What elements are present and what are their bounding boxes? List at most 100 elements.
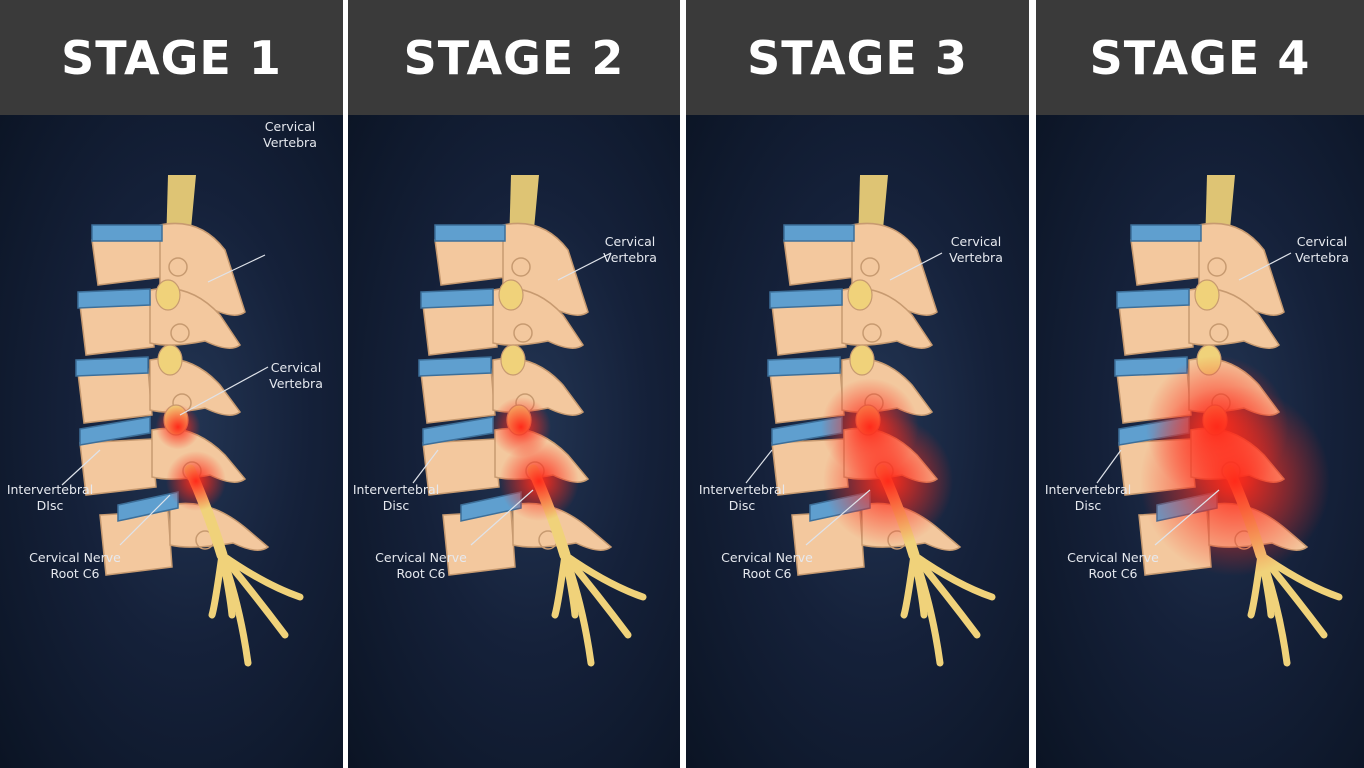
vertebral-body <box>434 235 508 286</box>
intervertebral-disc <box>91 224 163 242</box>
inflammation-glow <box>823 416 953 546</box>
nerve-branch <box>218 551 304 601</box>
facet-joint <box>513 323 533 343</box>
vertebral-body <box>1118 300 1194 356</box>
vertebral-body <box>91 235 165 286</box>
nerve-branch <box>910 551 996 601</box>
stage-title: STAGE 2 <box>403 30 625 85</box>
intervertebral-disc <box>783 224 855 242</box>
intervertebral-disc <box>434 224 506 242</box>
intervertebral-disc <box>420 288 494 309</box>
stage-header: STAGE 4 <box>1036 0 1364 115</box>
vertebral-body <box>422 300 498 356</box>
spine-illustration <box>1096 175 1343 667</box>
nerve-foramen <box>849 344 875 376</box>
vertebral-body <box>771 300 847 356</box>
stage-title: STAGE 3 <box>747 30 968 85</box>
spine-group <box>767 175 996 667</box>
intervertebral-disc <box>1130 224 1202 242</box>
spine-group <box>418 175 647 667</box>
intervertebral-disc <box>75 356 149 377</box>
label-leader-line <box>61 449 101 486</box>
spine-illustration <box>412 175 647 667</box>
nerve-foramen <box>1194 279 1220 311</box>
label-leader-line <box>1154 489 1220 546</box>
vertebral-body <box>783 235 857 286</box>
spine-illustration <box>61 175 304 667</box>
nerve-branch <box>910 551 928 619</box>
intervertebral-disc <box>77 288 151 309</box>
spine-group <box>1114 175 1343 667</box>
label-leader-line <box>805 489 871 546</box>
label-leader-line <box>1238 252 1292 281</box>
facet-joint <box>862 323 882 343</box>
spine-illustration <box>745 175 996 667</box>
intervertebral-disc <box>769 288 843 309</box>
label-leader-line <box>119 494 171 546</box>
stage-title: STAGE 4 <box>1089 30 1311 85</box>
panel-divider <box>680 0 686 768</box>
stage-header: STAGE 2 <box>348 0 680 115</box>
nerve-foramen <box>155 279 181 311</box>
facet-joint <box>170 323 190 343</box>
label-leader-line <box>412 449 439 484</box>
inflammation-glow <box>155 404 201 450</box>
stage-header: STAGE 3 <box>686 0 1029 115</box>
label-leader-line <box>207 254 266 283</box>
inflammation-glow <box>1140 386 1330 576</box>
nerve-foramen <box>500 344 526 376</box>
facet-joint <box>168 257 188 277</box>
inflammation-glow <box>499 441 579 521</box>
vertebral-body <box>420 368 496 424</box>
intervertebral-disc <box>79 416 151 446</box>
spine-group <box>75 175 304 667</box>
nerve-foramen <box>847 279 873 311</box>
facet-joint <box>511 257 531 277</box>
facet-joint <box>1209 323 1229 343</box>
stage-title: STAGE 1 <box>61 30 282 85</box>
intervertebral-disc <box>117 491 179 522</box>
label-leader-line <box>1096 449 1122 484</box>
nerve-foramen <box>157 344 183 376</box>
intervertebral-disc <box>418 356 492 377</box>
label-leader-line <box>745 449 773 484</box>
vertebral-body <box>77 368 153 424</box>
intervertebral-disc <box>1116 288 1190 309</box>
vertebral-body <box>79 438 157 496</box>
vertebral-body <box>422 438 500 496</box>
vertebral-body <box>79 300 155 356</box>
facet-joint <box>1207 257 1227 277</box>
stage-header: STAGE 1 <box>0 0 343 115</box>
panel-divider <box>343 0 348 768</box>
nerve-branch <box>218 551 236 619</box>
nerve-foramen <box>498 279 524 311</box>
nerve-branch <box>561 551 647 601</box>
panel-divider <box>1029 0 1036 768</box>
nerve-branch <box>561 551 579 619</box>
intervertebral-disc <box>767 356 841 377</box>
label-leader-line <box>889 252 943 281</box>
inflammation-glow <box>166 451 226 511</box>
facet-joint <box>860 257 880 277</box>
label-leader-line <box>470 489 534 546</box>
label-leader-line <box>179 366 269 416</box>
label-leader-line <box>557 252 612 281</box>
vertebral-body <box>1130 235 1204 286</box>
